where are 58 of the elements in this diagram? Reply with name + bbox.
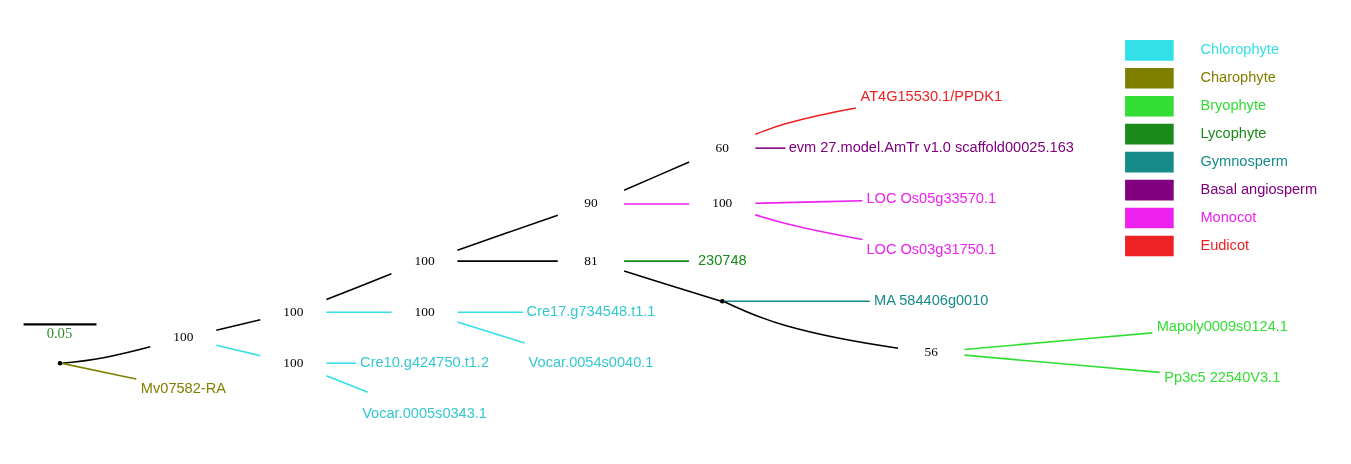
connector: [623, 260, 690, 262]
node-text: Vocar.0005s0343.1: [362, 405, 487, 422]
connector: [754, 147, 787, 149]
node-text: 100: [173, 329, 194, 345]
legend-label: Gymnosperm: [1200, 152, 1288, 169]
connector: [325, 311, 393, 313]
connector: [963, 332, 1154, 351]
node-text: Vocar.0054s0040.1: [528, 354, 654, 370]
node-text: 90: [584, 195, 598, 211]
connector: [623, 270, 722, 302]
label: 0.05: [46, 325, 73, 342]
connector: [723, 300, 871, 303]
legend-label: Charophyte: [1200, 69, 1276, 86]
node-point: [57, 360, 63, 366]
connector: [754, 214, 864, 241]
node-text: LOC Os03g31750.1: [866, 240, 997, 257]
node-text: Cre17.g734548.t1.1: [526, 302, 656, 319]
connector: [723, 300, 899, 349]
node-text: Mapoly0009s0124.1: [1156, 317, 1288, 334]
connector: [754, 200, 864, 205]
node-text: 100: [283, 354, 304, 370]
node-point: [719, 298, 725, 304]
legend-label: Eudicot: [1200, 236, 1250, 253]
node-text: 81: [584, 252, 598, 268]
legend-label: Basal angiosperm: [1200, 180, 1318, 197]
connector: [456, 260, 559, 262]
connector: [456, 311, 524, 313]
legend-label: Chlorophyte: [1200, 41, 1280, 58]
connector: [61, 346, 151, 364]
legend-label: Lycophyte: [1200, 124, 1267, 141]
node-text: evm 27.model.AmTr v1.0 scaffold00025.163: [788, 138, 1074, 155]
connector: [623, 203, 690, 205]
connector: [325, 362, 357, 365]
node-text: AT4G15530.1/PPDK1: [860, 87, 1003, 104]
node-text: 100: [414, 252, 435, 268]
connector: [456, 214, 559, 251]
connector: [215, 344, 262, 357]
connector: [215, 318, 262, 331]
node-text: 60: [715, 139, 729, 155]
connector: [325, 375, 369, 394]
connector: [456, 321, 526, 344]
node-text: Pp3c5 22540V3.1: [1164, 368, 1281, 385]
connector: [623, 161, 690, 192]
node-text: LOC Os05g33570.1: [866, 189, 997, 206]
node-text: 100: [712, 195, 733, 211]
node-text: 56: [924, 343, 938, 359]
legend-label: Monocot: [1200, 208, 1257, 225]
node-text: 230748: [697, 251, 747, 268]
node-text: Mv07582-RA: [140, 379, 226, 396]
connector: [754, 107, 857, 136]
connector: [963, 354, 1161, 374]
connector: [325, 273, 393, 301]
legend-label: Bryophyte: [1200, 97, 1267, 113]
connector: [61, 362, 138, 380]
node-text: 100: [283, 303, 304, 319]
node-text: 100: [414, 303, 435, 319]
node-text: Cre10.g424750.t1.2: [360, 354, 490, 370]
node-text: MA 584406g0010: [874, 292, 989, 309]
